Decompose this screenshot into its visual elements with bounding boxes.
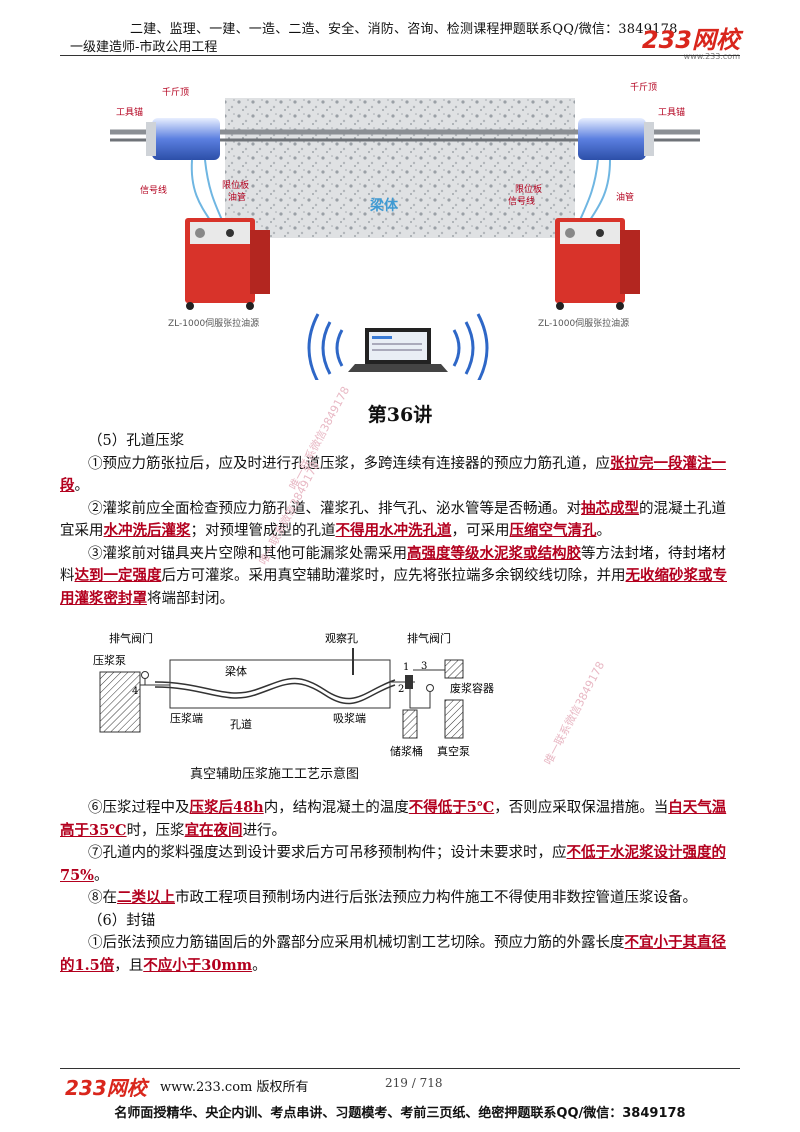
waste-container [444, 659, 464, 679]
svg-text:梁体: 梁体 [225, 664, 247, 678]
header-divider [60, 55, 740, 56]
lecture-title: 第36讲 [367, 404, 433, 426]
para-5-8: ⑧在二类以上市政工程项目预制场内进行后张法预应力构件施工不得使用非数控管道压浆设… [88, 889, 697, 906]
wireless-signal-right [452, 313, 489, 383]
svg-text:压浆泵: 压浆泵 [93, 653, 126, 667]
para-5-6: ⑥压浆过程中及压浆后48h内，结构混凝土的温度不得低于5℃，否则应采取保温措施。… [60, 799, 727, 839]
watermark: 唯一联系微信3849178 [541, 659, 608, 768]
pump-right [555, 218, 640, 310]
svg-text:压浆端: 压浆端 [170, 711, 203, 725]
svg-text:油管: 油管 [616, 191, 634, 203]
svg-text:吸浆端: 吸浆端 [333, 711, 366, 725]
grout-pump [99, 671, 141, 733]
vacuum-grouting-diagram: 排气阀门 观察孔 排气阀门 压浆泵 梁体 4 压浆端 孔道 吸浆端 1 2 3 … [85, 630, 505, 790]
duct-curve [154, 677, 396, 700]
slurry-tank [402, 709, 418, 739]
section-5-text: （5）孔道压浆 ①预应力筋张拉后，应及时进行孔道压浆，多跨连续有连接器的预应力筋… [60, 430, 740, 610]
svg-text:工具锚: 工具锚 [116, 106, 143, 118]
svg-text:千斤顶: 千斤顶 [162, 87, 189, 98]
svg-text:3: 3 [421, 661, 427, 672]
para-5-1: ①预应力筋张拉后，应及时进行孔道压浆，多跨连续有连接器的预应力筋孔道，应张拉完一… [60, 454, 726, 495]
footer-copyright: www.233.com 版权所有 [160, 1080, 309, 1095]
svg-text:ZL-1000伺服张拉油源: ZL-1000伺服张拉油源 [538, 317, 629, 329]
footer-divider [60, 1068, 740, 1069]
beam-body [225, 98, 575, 238]
svg-text:1: 1 [403, 662, 409, 673]
section-5-title: （5）孔道压浆 [88, 433, 185, 449]
para-5-7: ⑦孔道内的浆料强度达到设计要求后方可吊移预制构件；设计未要求时，应不低于水泥浆设… [60, 844, 726, 884]
para-5-3: ③灌浆前对锚具夹片空隙和其他可能漏浆处需采用高强度等级水泥浆或结构胶等方法封堵，… [60, 544, 727, 607]
para-5-2: ②灌浆前应全面检查预应力筋孔道、灌浆孔、排气孔、泌水管等是否畅通。对抽芯成型的混… [60, 499, 726, 540]
svg-text:ZL-1000伺服张拉油源: ZL-1000伺服张拉油源 [168, 317, 259, 329]
figure-2-caption: 真空辅助压浆施工工艺示意图 [190, 767, 360, 782]
svg-text:排气阀门: 排气阀门 [407, 631, 451, 645]
svg-text:信号线: 信号线 [508, 195, 535, 207]
svg-text:限位板: 限位板 [515, 183, 542, 195]
svg-text:梁体: 梁体 [369, 197, 399, 214]
header-contact-line: 二建、监理、一建、一造、二造、安全、消防、咨询、检测课程押题联系QQ/微信：38… [130, 22, 678, 37]
footer-logo: 233网校 [65, 1076, 147, 1100]
svg-text:4: 4 [132, 686, 138, 697]
laptop [348, 328, 448, 372]
beam-outline [169, 659, 391, 709]
para-6-1: ①后张法预应力筋锚固后的外露部分应采用机械切割工艺切除。预应力筋的外露长度不宜小… [60, 934, 726, 974]
svg-text:真空泵: 真空泵 [437, 744, 470, 758]
wireless-signal-left [307, 313, 344, 383]
footer-contact-line: 名师面授精华、央企内训、考点串讲、习题模考、考前三页纸、绝密押题联系QQ/微信：… [114, 1106, 686, 1121]
svg-text:储浆桶: 储浆桶 [390, 744, 423, 758]
svg-text:2: 2 [398, 684, 404, 695]
page-number: 219 / 718 [385, 1076, 443, 1090]
tensioning-system-figure: 工具锚 千斤顶 千斤顶 工具锚 信号线 限位板 油管 梁体 限位板 信号线 油管… [110, 70, 700, 383]
svg-text:千斤顶: 千斤顶 [630, 82, 657, 93]
section-6-title: （6）封锚 [88, 912, 156, 929]
vacuum-pump [444, 699, 464, 739]
jack-right-cylinder [578, 118, 646, 160]
svg-text:信号线: 信号线 [140, 184, 167, 196]
section-5b-text: ⑥压浆过程中及压浆后48h内，结构混凝土的温度不得低于5℃，否则应采取保温措施。… [60, 797, 740, 977]
svg-text:孔道: 孔道 [230, 717, 252, 731]
svg-text:排气阀门: 排气阀门 [109, 631, 153, 645]
svg-text:限位板: 限位板 [222, 179, 249, 191]
header-subject: 一级建造师-市政公用工程 [70, 40, 218, 55]
svg-text:观察孔: 观察孔 [325, 631, 358, 645]
svg-text:油管: 油管 [228, 191, 246, 203]
jack-left-cylinder [152, 118, 220, 160]
svg-text:废浆容器: 废浆容器 [450, 681, 494, 695]
pump-left [185, 218, 270, 310]
svg-text:工具锚: 工具锚 [658, 106, 685, 118]
